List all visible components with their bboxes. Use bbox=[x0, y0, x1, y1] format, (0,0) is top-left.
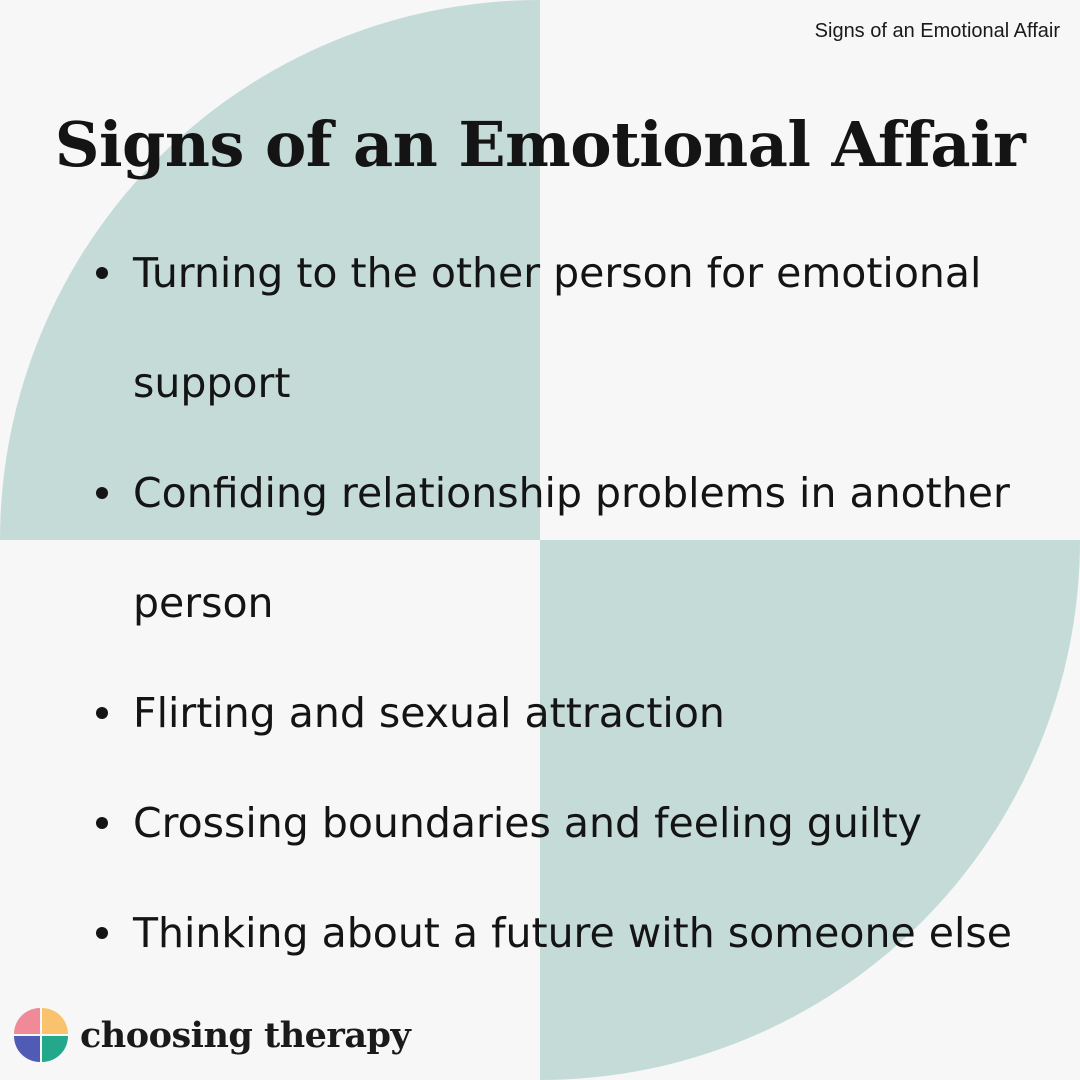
list-item: Crossing boundaries and feeling guilty bbox=[92, 768, 1052, 878]
four-petal-logo-icon bbox=[14, 1008, 68, 1062]
logo-petal-pink bbox=[14, 1008, 40, 1034]
logo-petal-green bbox=[42, 1036, 68, 1062]
logo-petal-blue bbox=[14, 1036, 40, 1062]
brand-name: choosing therapy bbox=[80, 1014, 411, 1056]
list-item-text: Confiding relationship problems in anoth… bbox=[133, 469, 1010, 627]
page-title: Signs of an Emotional Affair bbox=[54, 108, 1026, 181]
header-label: Signs of an Emotional Affair bbox=[814, 20, 1060, 42]
bullet-dot-icon bbox=[96, 487, 108, 499]
logo-petal-yellow bbox=[42, 1008, 68, 1034]
list-item-text: Crossing boundaries and feeling guilty bbox=[133, 799, 922, 847]
bullet-dot-icon bbox=[96, 707, 108, 719]
list-item: Confiding relationship problems in anoth… bbox=[92, 438, 1052, 658]
bullet-dot-icon bbox=[96, 927, 108, 939]
list-item-text: Flirting and sexual attraction bbox=[133, 689, 725, 737]
list-item: Thinking about a future with someone els… bbox=[92, 878, 1052, 988]
signs-list: Turning to the other person for emotiona… bbox=[92, 218, 1052, 988]
list-item-text: Thinking about a future with someone els… bbox=[133, 909, 1012, 957]
bullet-dot-icon bbox=[96, 817, 108, 829]
list-item-text: Turning to the other person for emotiona… bbox=[133, 249, 982, 407]
list-item: Flirting and sexual attraction bbox=[92, 658, 1052, 768]
bullet-dot-icon bbox=[96, 267, 108, 279]
list-item: Turning to the other person for emotiona… bbox=[92, 218, 1052, 438]
brand-logo: choosing therapy bbox=[14, 1008, 411, 1062]
